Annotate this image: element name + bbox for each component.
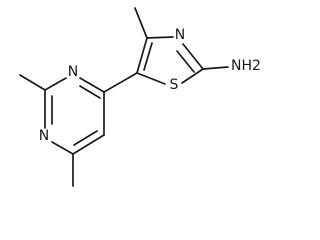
bond-thz-s1-c5	[136, 72, 166, 85]
bond-c5-c4	[72, 134, 105, 155]
bond-n1-c6	[79, 77, 105, 93]
bond-thz-n3-c2	[182, 43, 204, 70]
atom-label-n: N	[39, 128, 49, 144]
bond-thz-c4-n3	[146, 36, 174, 39]
bond-c5-c4-double	[73, 130, 98, 146]
atom-label-nh2: NH2	[231, 58, 261, 74]
bond-thz-c4-methyl	[134, 7, 148, 39]
bond-c2-n1	[44, 77, 67, 91]
bond-n1-c6-double	[79, 85, 101, 99]
atom-label-n: N	[68, 64, 78, 80]
atom-label-s: S	[170, 77, 179, 93]
bond-thz-c5-c4-double	[143, 42, 153, 71]
bond-thz-n3-c2-double	[176, 50, 195, 73]
atom-label-n: N	[175, 27, 185, 43]
bond-thz-c2-s1	[181, 68, 204, 84]
bond-c6-c5thz	[103, 72, 138, 93]
bond-c4-n3	[51, 141, 74, 155]
bond-thz-c2-nh2	[202, 66, 229, 70]
chemical-structure: N N N S NH2	[19, 7, 261, 187]
bond-c2-methyl	[19, 74, 46, 91]
bond-thz-c5-c4	[136, 37, 148, 74]
